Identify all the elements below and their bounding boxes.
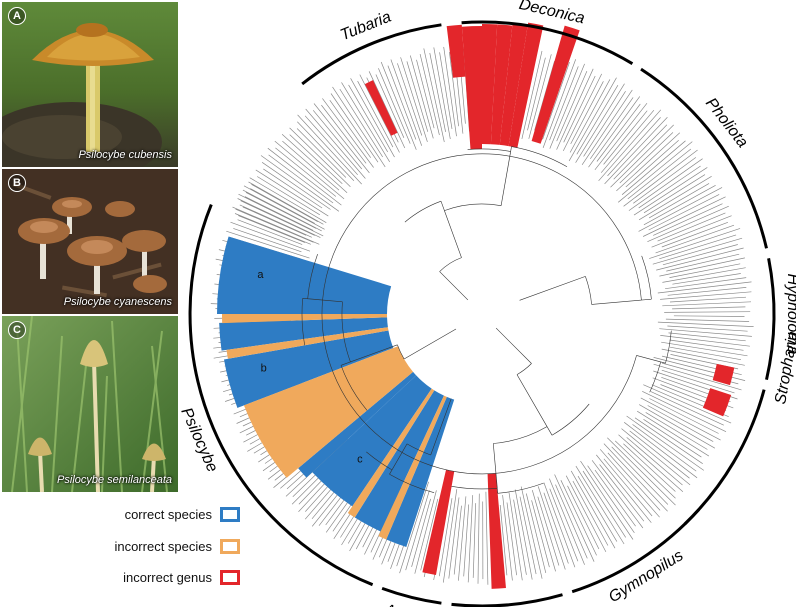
incorrect-species-wedge-2 bbox=[243, 346, 414, 478]
incorrect-genus-wedge-2 bbox=[482, 24, 498, 145]
incorrect-species-wedge-4 bbox=[378, 395, 447, 540]
incorrect-genus-wedge-0 bbox=[446, 24, 466, 78]
legend-correct-label: correct species bbox=[124, 507, 212, 522]
clade-arc-galerina bbox=[451, 593, 563, 607]
incorrect-genus-wedge-10 bbox=[487, 473, 506, 589]
legend-incorrect-genus-swatch bbox=[220, 570, 240, 585]
correct-species-wedge-5 bbox=[386, 396, 455, 548]
legend-correct-species: correct species bbox=[104, 507, 240, 522]
photo-b-caption: Psilocybe cyanescens bbox=[63, 296, 172, 308]
photo-a: A Psilocybe cubensis bbox=[2, 2, 178, 167]
correct-species-wedge-1 bbox=[219, 317, 388, 351]
psilocybe-cyanescens-photo bbox=[2, 169, 178, 314]
tree-branches bbox=[301, 146, 672, 494]
correct-species-wedge-6 bbox=[298, 371, 417, 478]
incorrect-genus-wedge-5 bbox=[508, 22, 544, 148]
legend-incorrect-species-label: incorrect species bbox=[114, 539, 212, 554]
incorrect-genus-wedge-7 bbox=[364, 80, 398, 136]
clade-label-hypholoma: Hypholoma bbox=[784, 274, 796, 355]
clade-arc-psilocybe bbox=[188, 204, 374, 587]
incorrect-genus-wedge-8 bbox=[712, 363, 735, 386]
clade-marker-b: b bbox=[261, 362, 267, 374]
clade-label-deconica: Deconica bbox=[517, 0, 586, 27]
clade-arc-tubaria bbox=[301, 23, 442, 86]
photo-c-caption: Psilocybe semilanceata bbox=[57, 474, 172, 486]
clade-arc-agrocybe bbox=[381, 586, 442, 605]
incorrect-genus-wedge-9 bbox=[702, 388, 732, 417]
psilocybe-cubensis-photo bbox=[2, 2, 178, 167]
clade-arc-deconica bbox=[461, 20, 634, 65]
clade-arc-hypholoma bbox=[765, 258, 776, 381]
photo-b-label: B bbox=[8, 174, 26, 192]
incorrect-genus-wedge-1 bbox=[461, 26, 482, 150]
incorrect-genus-wedge-3 bbox=[490, 24, 513, 145]
photo-a-caption: Psilocybe cubensis bbox=[78, 149, 172, 161]
correct-species-wedge-0 bbox=[217, 236, 392, 314]
clade-arc-gymnopilus bbox=[571, 508, 701, 594]
incorrect-genus-wedge-6 bbox=[531, 25, 580, 144]
clade-arcs bbox=[188, 20, 776, 607]
correct-species-wedge-3 bbox=[312, 375, 432, 507]
psilocybe-semilanceata-photo bbox=[2, 316, 178, 492]
clade-label-agrocybe: Agrocybe bbox=[382, 601, 453, 607]
photo-a-label: A bbox=[8, 7, 26, 25]
clade-markers: a b c bbox=[257, 269, 363, 466]
photo-c: C Psilocybe semilanceata bbox=[2, 316, 178, 492]
incorrect-genus-wedge-11 bbox=[422, 469, 455, 575]
photo-c-label: C bbox=[8, 321, 26, 339]
legend-incorrect-species-swatch bbox=[220, 539, 240, 554]
clade-arc-pholiota bbox=[640, 67, 768, 249]
clade-label-stropharia: Stropharia bbox=[772, 330, 796, 406]
correct-species-wedge-4 bbox=[354, 390, 444, 532]
correct-species-wedge-2 bbox=[223, 330, 394, 408]
incorrect-species-wedge-1 bbox=[226, 327, 389, 359]
incorrect-species-wedge-0 bbox=[222, 314, 388, 324]
highlight-wedges bbox=[217, 22, 735, 589]
clade-marker-c: c bbox=[357, 453, 363, 465]
legend-incorrect-genus-label: incorrect genus bbox=[123, 570, 212, 585]
clade-marker-a: a bbox=[257, 269, 264, 281]
photo-b: B Psilocybe cyanescens bbox=[2, 169, 178, 314]
branch-lines bbox=[301, 146, 672, 494]
legend-incorrect-genus: incorrect genus bbox=[104, 570, 240, 585]
incorrect-species-wedge-3 bbox=[347, 388, 435, 518]
legend-correct-swatch bbox=[220, 507, 240, 522]
clade-label-pholiota: Pholiota bbox=[702, 95, 751, 151]
incorrect-genus-wedge-4 bbox=[499, 23, 528, 147]
clade-label-psilocybe: Psilocybe bbox=[177, 405, 220, 475]
legend-incorrect-species: incorrect species bbox=[104, 539, 240, 554]
